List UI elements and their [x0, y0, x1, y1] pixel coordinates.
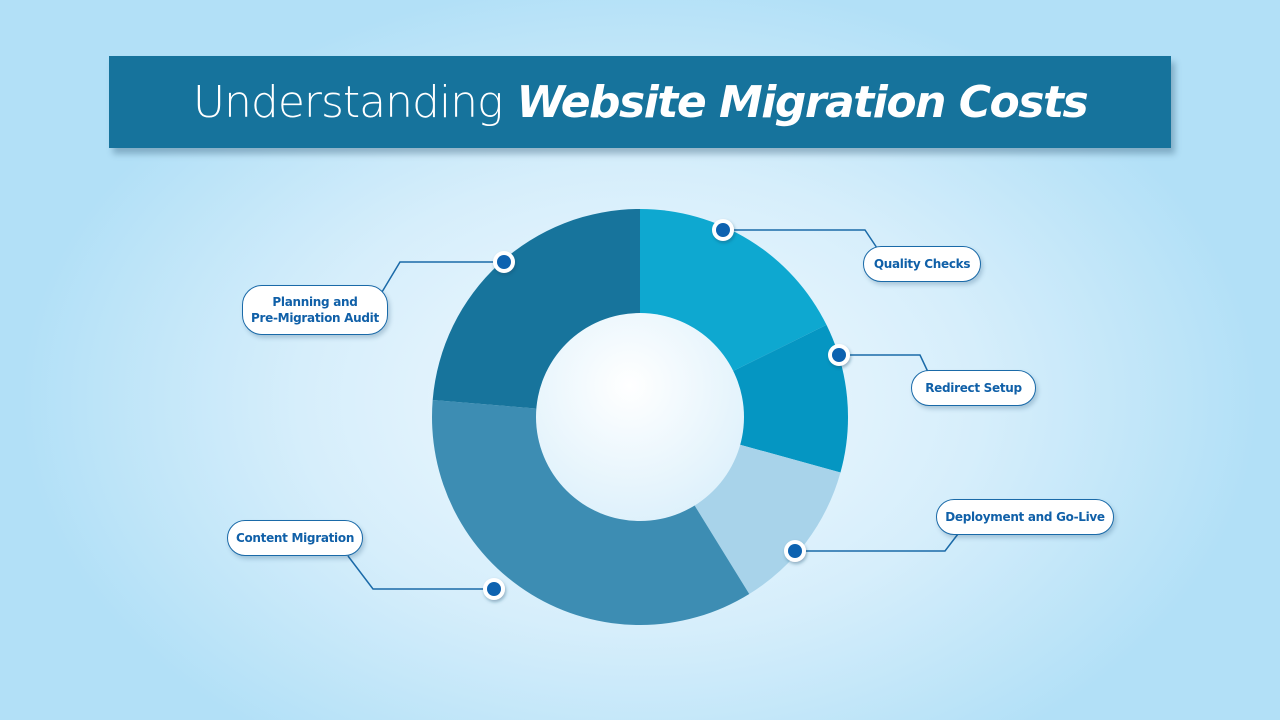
segment-content: [432, 400, 750, 626]
title-bold: Website Migration Costs: [516, 76, 1088, 128]
connector-planning: [381, 261, 504, 293]
label-redirect-setup: Redirect Setup: [911, 370, 1036, 406]
donut-hole: [536, 313, 744, 521]
label-content-migration: Content Migration: [227, 520, 363, 556]
label-planning: Planning and Pre-Migration Audit: [242, 285, 388, 335]
marker-content: [483, 578, 505, 600]
segment-redirect: [640, 324, 849, 473]
marker-quality: [712, 219, 734, 241]
marker-redirect: [828, 344, 850, 366]
label-quality-checks: Quality Checks: [863, 246, 981, 282]
title-banner: Understanding Website Migration Costs: [109, 56, 1171, 148]
label-deployment: Deployment and Go-Live: [936, 499, 1114, 535]
label-planning-line2: Pre-Migration Audit: [251, 311, 379, 325]
marker-planning: [493, 251, 515, 273]
label-planning-line1: Planning and: [272, 295, 358, 309]
title-light: Understanding: [192, 76, 504, 128]
connector-deployment: [795, 533, 959, 552]
marker-deployment: [784, 540, 806, 562]
connector-quality: [723, 229, 878, 249]
connector-content: [347, 555, 494, 590]
connector-redirect: [839, 354, 929, 373]
